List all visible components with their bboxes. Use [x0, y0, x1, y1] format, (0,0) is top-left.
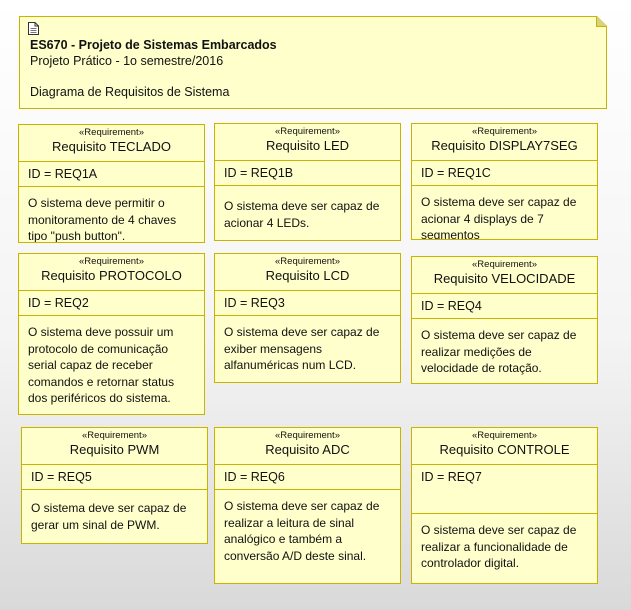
requirement-text: O sistema deve permitir o monitoramento …	[28, 196, 177, 243]
requirement-adc[interactable]: «Requirement»Requisito ADC ID = REQ6 O s…	[214, 427, 401, 584]
requirement-id: ID = REQ1A	[19, 162, 204, 187]
requirement-name: Requisito PROTOCOLO	[41, 268, 182, 283]
requirement-name: Requisito LCD	[265, 268, 350, 283]
requirement-name: Requisito DISPLAY7SEG	[431, 138, 578, 153]
requirement-id: ID = REQ3	[215, 291, 400, 316]
stereotype-label: «Requirement»	[275, 256, 340, 267]
stereotype-label: «Requirement»	[472, 126, 537, 137]
requirement-id: ID = REQ6	[215, 465, 400, 490]
requirement-text: O sistema deve ser capaz de realizar med…	[421, 328, 577, 375]
requirement-text: O sistema deve ser capaz de acionar 4 di…	[421, 195, 577, 240]
requirement-id: ID = REQ5	[22, 465, 207, 490]
requirement-text: O sistema deve ser capaz de realizar a f…	[421, 523, 577, 570]
note-subtitle: Projeto Prático - 1o semestre/2016	[30, 54, 224, 68]
requirement-led[interactable]: «Requirement»Requisito LED ID = REQ1B O …	[214, 123, 401, 241]
requirement-name: Requisito VELOCIDADE	[433, 271, 576, 286]
diagram-header-note[interactable]: ES670 - Projeto de Sistemas Embarcados P…	[19, 16, 607, 109]
requirement-display7seg[interactable]: «Requirement»Requisito DISPLAY7SEG ID = …	[411, 123, 598, 240]
requirement-name: Requisito ADC	[265, 442, 350, 457]
requirement-controle[interactable]: «Requirement»Requisito CONTROLE ID = REQ…	[411, 427, 598, 584]
stereotype-label: «Requirement»	[79, 127, 144, 138]
requirement-name: Requisito LED	[265, 138, 350, 153]
requirement-text: O sistema deve ser capaz de acionar 4 LE…	[224, 199, 380, 230]
requirement-velocidade[interactable]: «Requirement»Requisito VELOCIDADE ID = R…	[411, 256, 598, 384]
requirement-name: Requisito CONTROLE	[439, 442, 570, 457]
requirement-text: O sistema deve possuir um protocolo de c…	[28, 325, 175, 405]
requirement-id: ID = REQ1C	[412, 161, 597, 186]
document-icon	[28, 22, 39, 40]
requirement-id: ID = REQ2	[19, 291, 204, 316]
requirement-id: ID = REQ1B	[215, 161, 400, 186]
requirement-text: O sistema deve ser capaz de realizar a l…	[224, 499, 380, 563]
requirement-id: ID = REQ7	[412, 465, 597, 514]
requirement-text: O sistema deve ser capaz de gerar um sin…	[31, 501, 187, 532]
stereotype-label: «Requirement»	[472, 259, 537, 270]
requirement-pwm[interactable]: «Requirement»Requisito PWM ID = REQ5 O s…	[21, 427, 208, 544]
note-fold-corner	[596, 16, 607, 27]
requirement-teclado[interactable]: «Requirement»Requisito TECLADO ID = REQ1…	[18, 124, 205, 243]
stereotype-label: «Requirement»	[275, 126, 340, 137]
requirement-lcd[interactable]: «Requirement»Requisito LCD ID = REQ3 O s…	[214, 253, 401, 383]
note-description: Diagrama de Requisitos de Sistema	[30, 85, 230, 99]
stereotype-label: «Requirement»	[82, 430, 147, 441]
stereotype-label: «Requirement»	[472, 430, 537, 441]
requirement-name: Requisito TECLADO	[52, 139, 171, 154]
requirement-id: ID = REQ4	[412, 294, 597, 319]
stereotype-label: «Requirement»	[275, 430, 340, 441]
requirement-name: Requisito PWM	[69, 442, 160, 457]
stereotype-label: «Requirement»	[79, 256, 144, 267]
note-title: ES670 - Projeto de Sistemas Embarcados	[30, 38, 277, 52]
requirement-text: O sistema deve ser capaz de exiber mensa…	[224, 325, 380, 372]
requirement-protocolo[interactable]: «Requirement»Requisito PROTOCOLO ID = RE…	[18, 253, 205, 415]
